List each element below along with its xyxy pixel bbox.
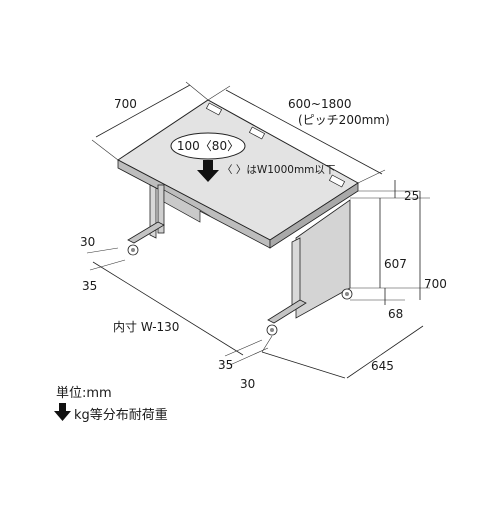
- side-left-a-label: 30: [80, 235, 95, 249]
- side-right-b-label: 30: [240, 377, 255, 391]
- desk-illustration: [117, 99, 359, 336]
- load-callout: 100〈80〉 〈 〉はW1000mm以下: [170, 132, 335, 182]
- load-arrow-icon: [197, 160, 219, 182]
- load-legend-label: kg等分布耐荷重: [74, 407, 168, 423]
- foot-height-label: 68: [388, 307, 403, 321]
- load-legend-arrow-icon: [54, 403, 71, 421]
- load-ellipse: [170, 132, 246, 160]
- total-height-label: 700: [424, 277, 447, 291]
- unit-label: 単位:mm: [56, 385, 112, 401]
- right-front-caster-hub: [270, 328, 274, 332]
- dimension-labels: 700 600~1800 (ピッチ200mm) 25 607 700 68 64…: [80, 97, 447, 391]
- modesty-panel: [163, 189, 201, 223]
- under-top-label: 607: [384, 257, 407, 271]
- load-value: 100〈80〉: [177, 139, 239, 153]
- right-foot: [267, 299, 307, 324]
- cable-grommets: [205, 102, 346, 188]
- dimension-lines: [86, 81, 430, 379]
- depth-label: 700: [114, 97, 137, 111]
- legend: 単位:mm kg等分布耐荷重: [54, 385, 168, 423]
- load-note: 〈 〉はW1000mm以下: [222, 164, 335, 176]
- side-left-b-label: 35: [82, 279, 97, 293]
- left-caster-hub: [131, 248, 135, 252]
- left-foot: [127, 221, 165, 244]
- right-back-caster-hub: [345, 292, 349, 296]
- foot-depth-label: 645: [371, 359, 394, 373]
- left-leg-back: [157, 184, 165, 234]
- width-range-label: 600~1800: [288, 97, 352, 111]
- top-thickness-label: 25: [404, 189, 419, 203]
- right-leg-front: [291, 237, 301, 310]
- width-pitch-label: (ピッチ200mm): [298, 113, 390, 127]
- side-right-a-label: 35: [218, 358, 233, 372]
- inner-width-label: 内寸 W-130: [113, 320, 179, 334]
